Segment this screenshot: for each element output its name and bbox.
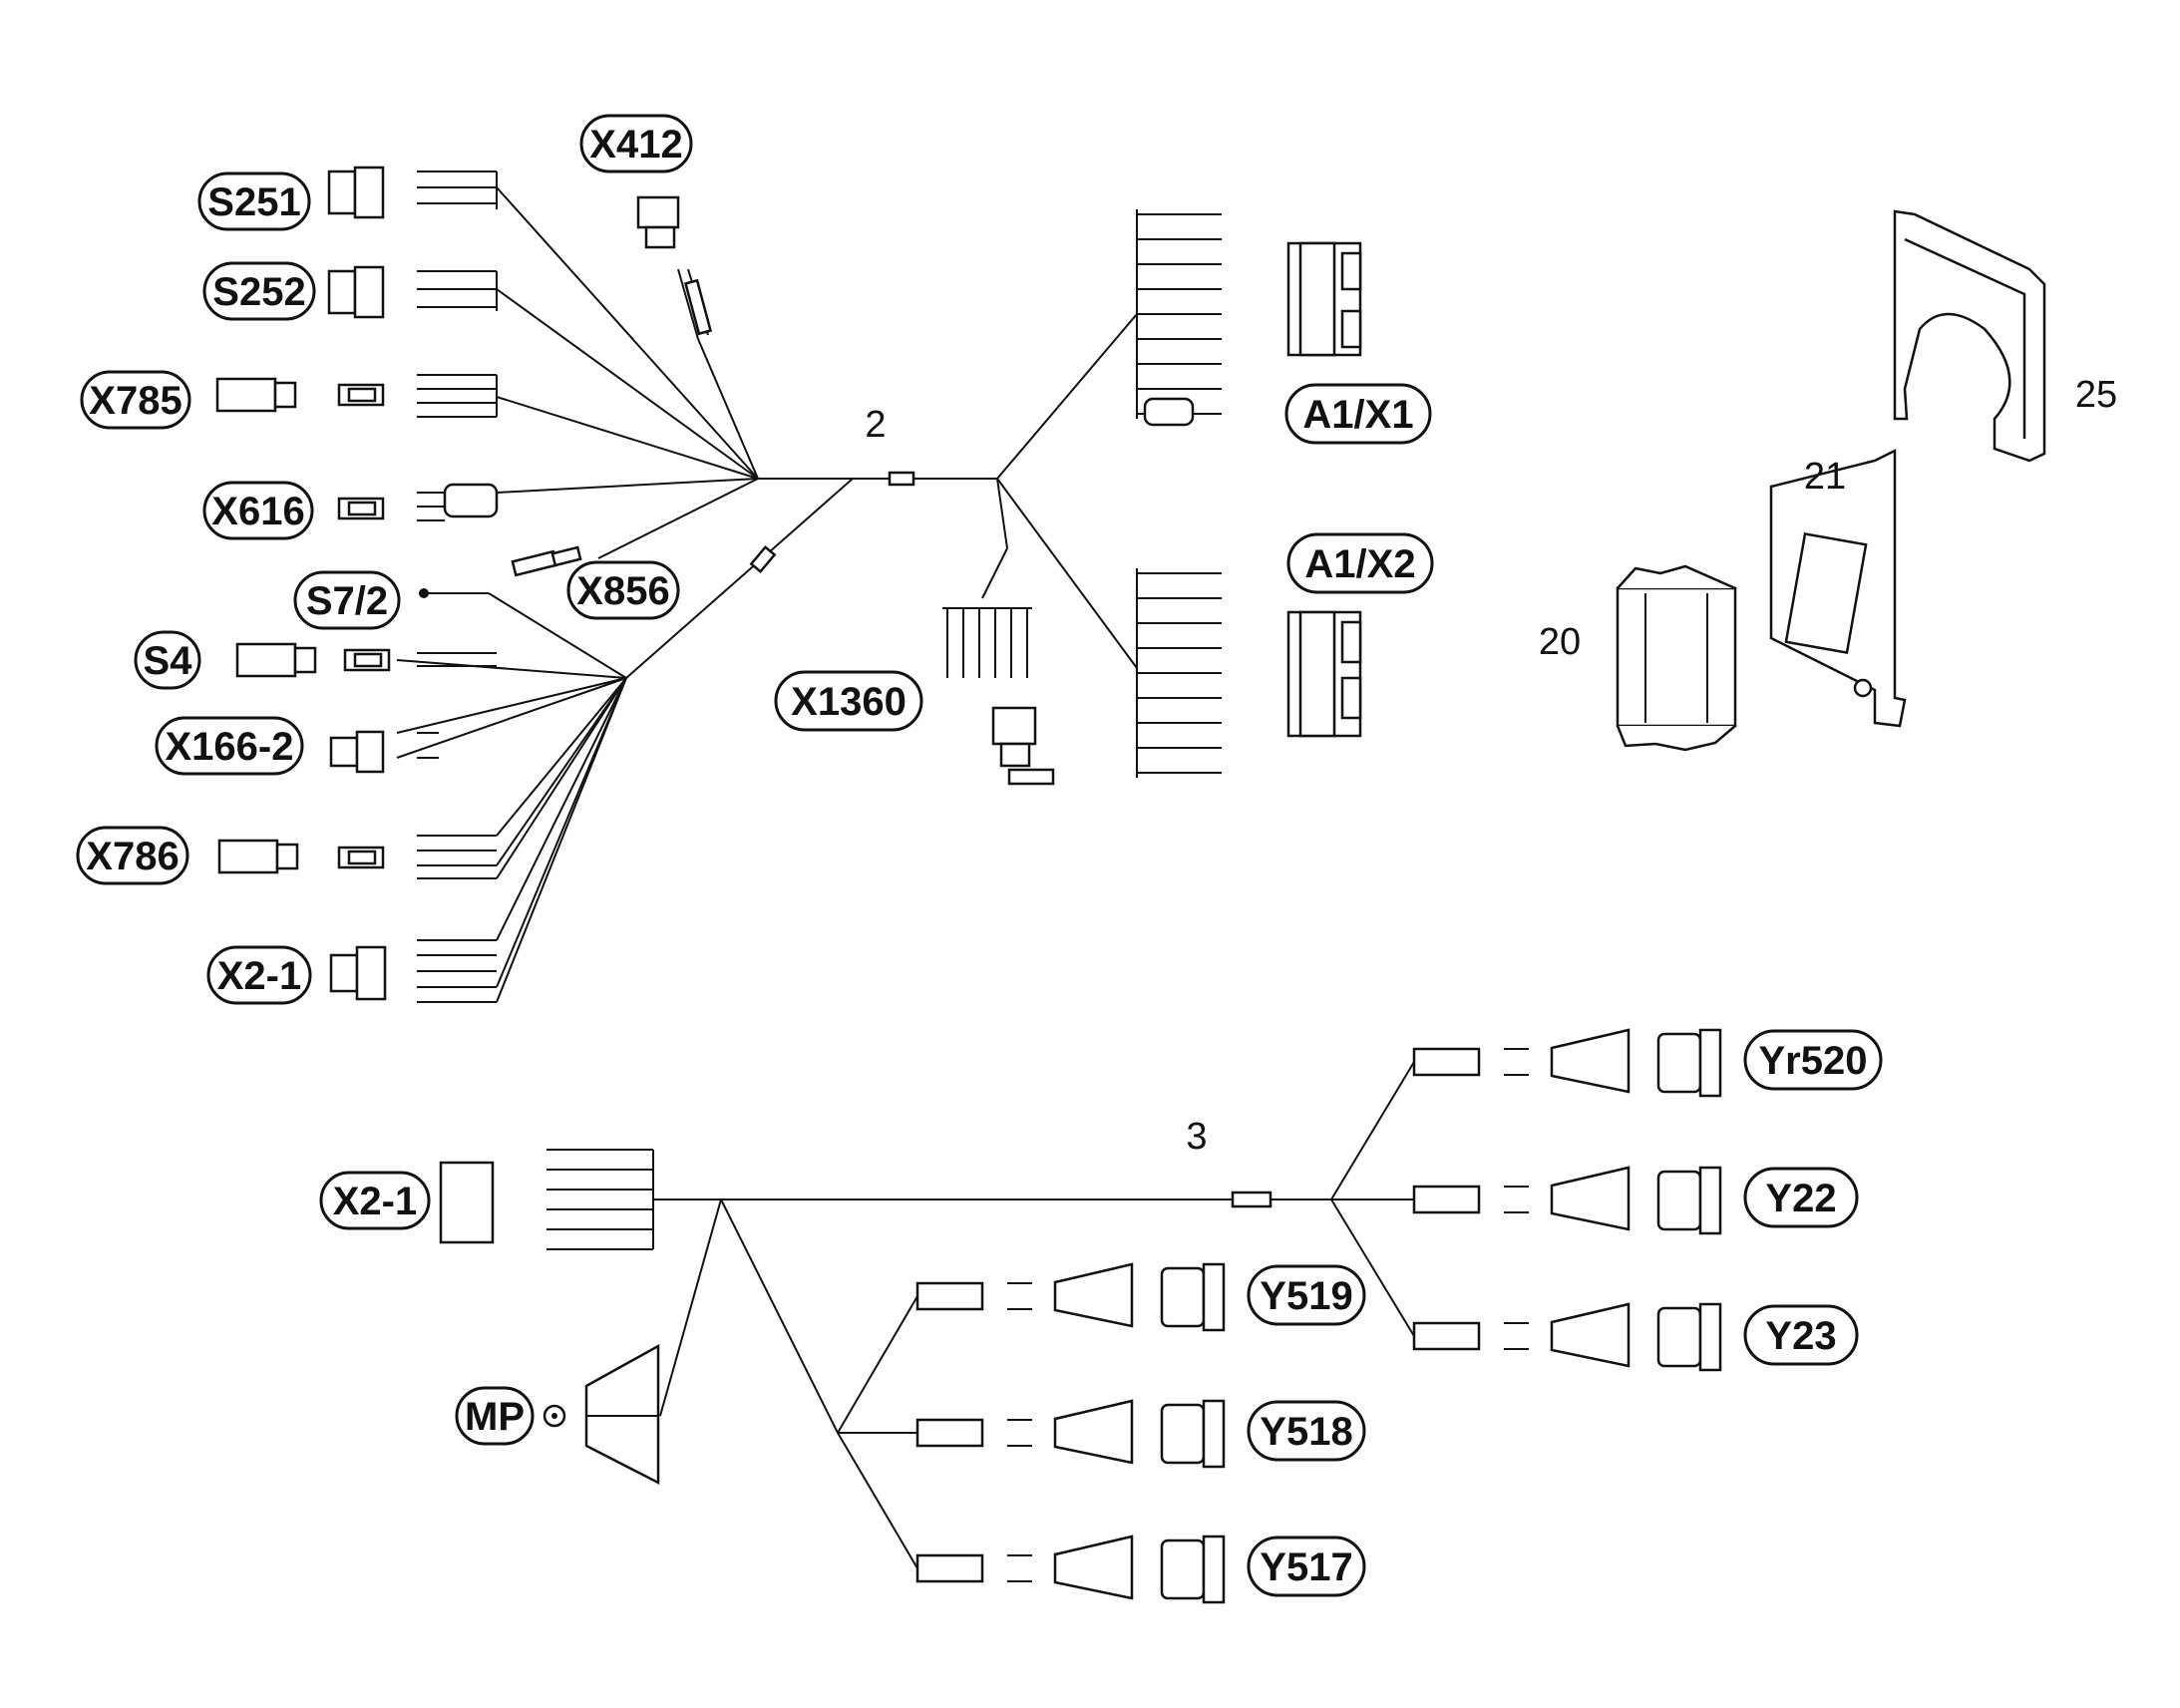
svg-text:Yr520: Yr520 [1759, 1039, 1868, 1083]
connector-x2-1-harness-3[interactable] [439, 1149, 654, 1250]
label-s251: S251 [197, 171, 311, 231]
connector-a1-x1-body[interactable] [1286, 241, 1362, 357]
connector-x412[interactable] [636, 195, 713, 340]
svg-text:A1/X2: A1/X2 [1304, 542, 1415, 586]
connector-y517[interactable] [915, 1535, 1226, 1604]
harness-3-number: 3 [1186, 1116, 1207, 1158]
connector-x785[interactable] [215, 374, 498, 418]
label-s7-2: S7/2 [293, 570, 401, 630]
label-y517: Y517 [1247, 1536, 1366, 1597]
svg-text:Y519: Y519 [1260, 1274, 1352, 1318]
label-mp: MP [455, 1386, 535, 1446]
connector-yr520[interactable] [1412, 1028, 1722, 1098]
svg-text:X412: X412 [589, 123, 682, 167]
label-y22: Y22 [1743, 1167, 1859, 1228]
svg-text:MP: MP [465, 1395, 525, 1439]
label-a1-x1: A1/X1 [1284, 383, 1432, 445]
connector-a1-x2-body[interactable] [1286, 610, 1362, 738]
harness-2-wires [396, 186, 1138, 1003]
part-20-relay-housing[interactable] [1616, 564, 1737, 752]
svg-text:X2-1: X2-1 [217, 954, 302, 998]
label-x2-1-harness-2: X2-1 [206, 945, 312, 1005]
connector-y519[interactable] [915, 1262, 1226, 1332]
connector-y518[interactable] [915, 1399, 1226, 1469]
svg-text:S7/2: S7/2 [306, 579, 388, 623]
label-x412: X412 [579, 114, 693, 173]
connector-s4[interactable] [235, 642, 497, 678]
connector-s251[interactable] [327, 166, 498, 219]
svg-text:S4: S4 [144, 639, 193, 683]
connector-a1-x1-wires [1136, 209, 1222, 427]
svg-text:X616: X616 [211, 490, 304, 533]
svg-text:X786: X786 [86, 835, 179, 878]
svg-text:Y22: Y22 [1765, 1177, 1836, 1220]
connector-y22[interactable] [1412, 1166, 1722, 1235]
part-25-bracket[interactable] [1893, 209, 2046, 463]
svg-text:X1360: X1360 [791, 680, 907, 724]
part-25-number: 25 [2075, 374, 2117, 416]
label-x1360: X1360 [774, 670, 923, 732]
part-21-number: 21 [1804, 456, 1846, 498]
svg-text:A1/X1: A1/X1 [1302, 393, 1413, 437]
label-x616: X616 [202, 481, 314, 540]
svg-text:X2-1: X2-1 [333, 1180, 418, 1223]
connector-y23[interactable] [1412, 1302, 1722, 1372]
label-yr520: Yr520 [1743, 1029, 1883, 1091]
connector-x2-1-harness-2[interactable] [329, 939, 497, 1003]
harness-2-left-connectors [215, 166, 713, 1003]
svg-text:X856: X856 [576, 569, 669, 613]
label-x785: X785 [80, 370, 191, 430]
connector-x786[interactable] [217, 835, 497, 879]
connector-x166-2[interactable] [329, 730, 439, 774]
label-x786: X786 [76, 826, 189, 885]
connector-a1-x2-wires [1136, 568, 1222, 778]
part-21-plate[interactable] [1769, 448, 1907, 728]
label-x2-1-harness-3: X2-1 [319, 1171, 431, 1230]
connector-mp[interactable] [543, 1343, 660, 1486]
label-y23: Y23 [1743, 1304, 1859, 1366]
label-s252: S252 [202, 261, 316, 321]
label-x166-2: X166-2 [155, 716, 304, 776]
label-s4: S4 [134, 630, 201, 690]
connector-x1360[interactable] [942, 607, 1055, 786]
svg-text:Y517: Y517 [1260, 1545, 1352, 1589]
connector-x856[interactable] [511, 545, 582, 577]
svg-text:X166-2: X166-2 [166, 725, 294, 769]
svg-text:S252: S252 [212, 270, 305, 314]
label-x856: X856 [566, 560, 680, 620]
connector-x616[interactable] [337, 483, 499, 521]
connector-s7-2[interactable] [419, 588, 429, 598]
connector-s252[interactable] [327, 265, 498, 319]
label-a1-x2: A1/X2 [1286, 532, 1434, 594]
harness-2-number: 2 [865, 404, 886, 446]
svg-text:Y518: Y518 [1260, 1410, 1352, 1454]
label-y519: Y519 [1247, 1264, 1366, 1326]
harness-3-wires [653, 1061, 1415, 1569]
svg-text:S251: S251 [207, 180, 300, 224]
part-20-number: 20 [1539, 621, 1581, 663]
svg-text:Y23: Y23 [1765, 1314, 1836, 1358]
svg-text:X785: X785 [89, 379, 182, 423]
label-y518: Y518 [1247, 1400, 1366, 1462]
